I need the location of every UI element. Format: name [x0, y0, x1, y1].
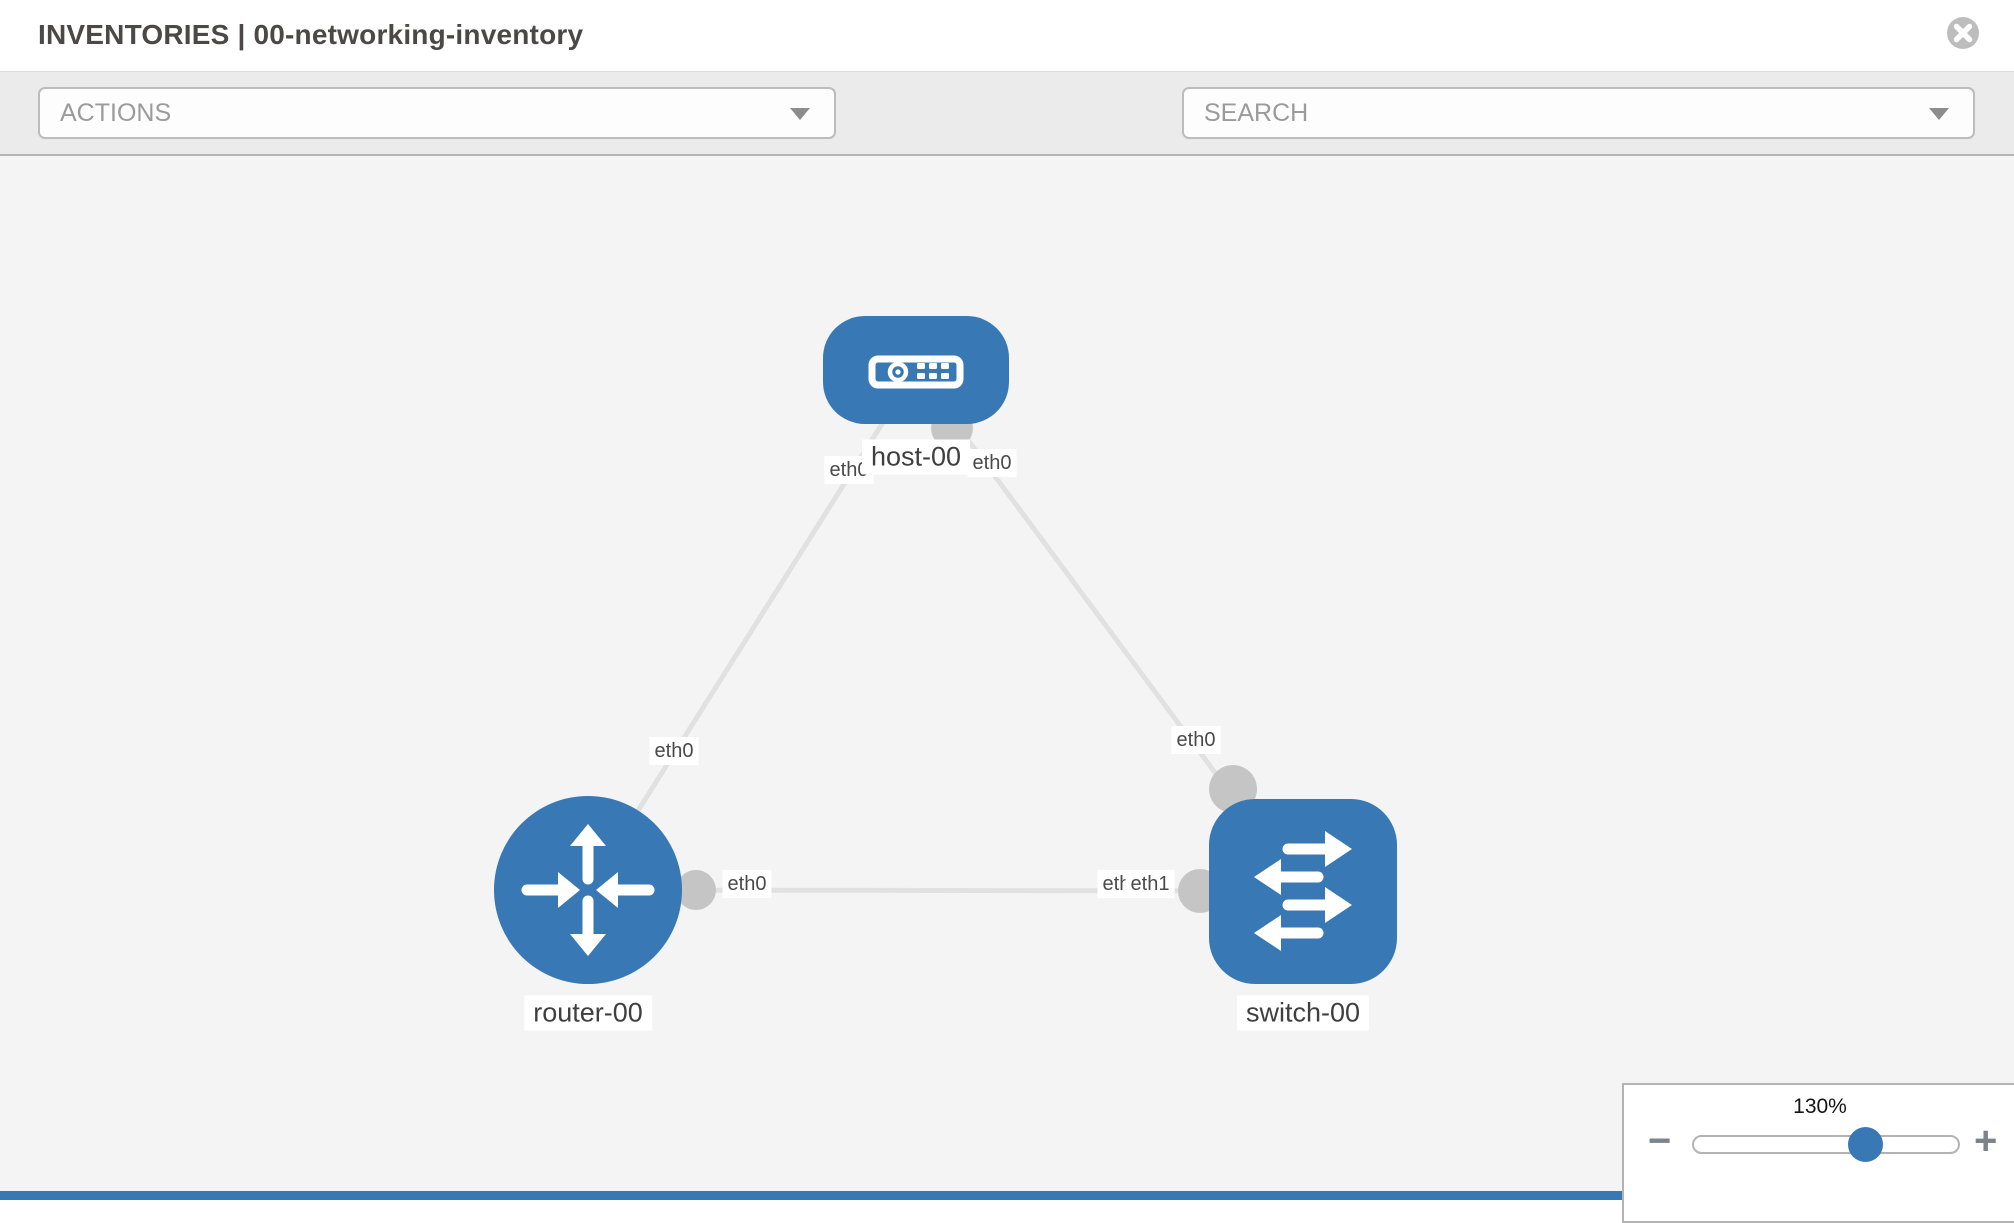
interface-label: eth0	[1171, 726, 1221, 754]
node-router[interactable]	[494, 796, 682, 984]
zoom-control-panel: 130% − +	[1622, 1083, 2014, 1223]
interface-endpoints	[676, 407, 1257, 913]
interface-label: eth0	[967, 449, 1017, 477]
zoom-out-button[interactable]: −	[1648, 1119, 1672, 1163]
topology-svg	[494, 316, 1397, 984]
footer-strip	[0, 1191, 1622, 1200]
switch-icon	[1254, 831, 1352, 951]
zoom-slider-track[interactable]	[1692, 1135, 1960, 1154]
actions-dropdown-label: ACTIONS	[60, 99, 172, 127]
node-label-host[interactable]: host-00	[861, 439, 971, 475]
chevron-down-icon	[790, 108, 810, 120]
zoom-slider-thumb[interactable]	[1848, 1127, 1883, 1162]
search-placeholder: SEARCH	[1204, 99, 1309, 127]
node-switch[interactable]	[1209, 799, 1397, 984]
host-icon	[868, 355, 964, 389]
node-label-switch[interactable]: switch-00	[1236, 995, 1370, 1031]
search-dropdown[interactable]: SEARCH	[1182, 87, 1975, 139]
actions-dropdown[interactable]: ACTIONS	[38, 87, 836, 139]
topology-canvas[interactable]: eth0 eth0 eth1 eth1 eth0 eth0 eth0 host-…	[0, 156, 2014, 1200]
interface-label: eth1	[1125, 870, 1175, 898]
node-label-router[interactable]: router-00	[524, 995, 652, 1031]
zoom-level: 130%	[1793, 1095, 1847, 1118]
circle-close-icon[interactable]	[1947, 17, 1979, 49]
endpoint-dot	[676, 870, 716, 910]
node-host[interactable]	[823, 316, 1009, 424]
toolbar: ACTIONS SEARCH	[0, 72, 2014, 205]
interface-label: eth0	[649, 737, 699, 765]
close-button[interactable]	[1946, 16, 1980, 50]
router-icon	[521, 824, 655, 956]
chevron-down-icon	[1929, 108, 1949, 120]
zoom-in-button[interactable]: +	[1974, 1119, 1998, 1163]
interface-label: eth0	[722, 870, 772, 898]
page-title: INVENTORIES | 00-networking-inventory	[38, 19, 584, 50]
breadcrumb-header: INVENTORIES | 00-networking-inventory	[0, 0, 2014, 72]
